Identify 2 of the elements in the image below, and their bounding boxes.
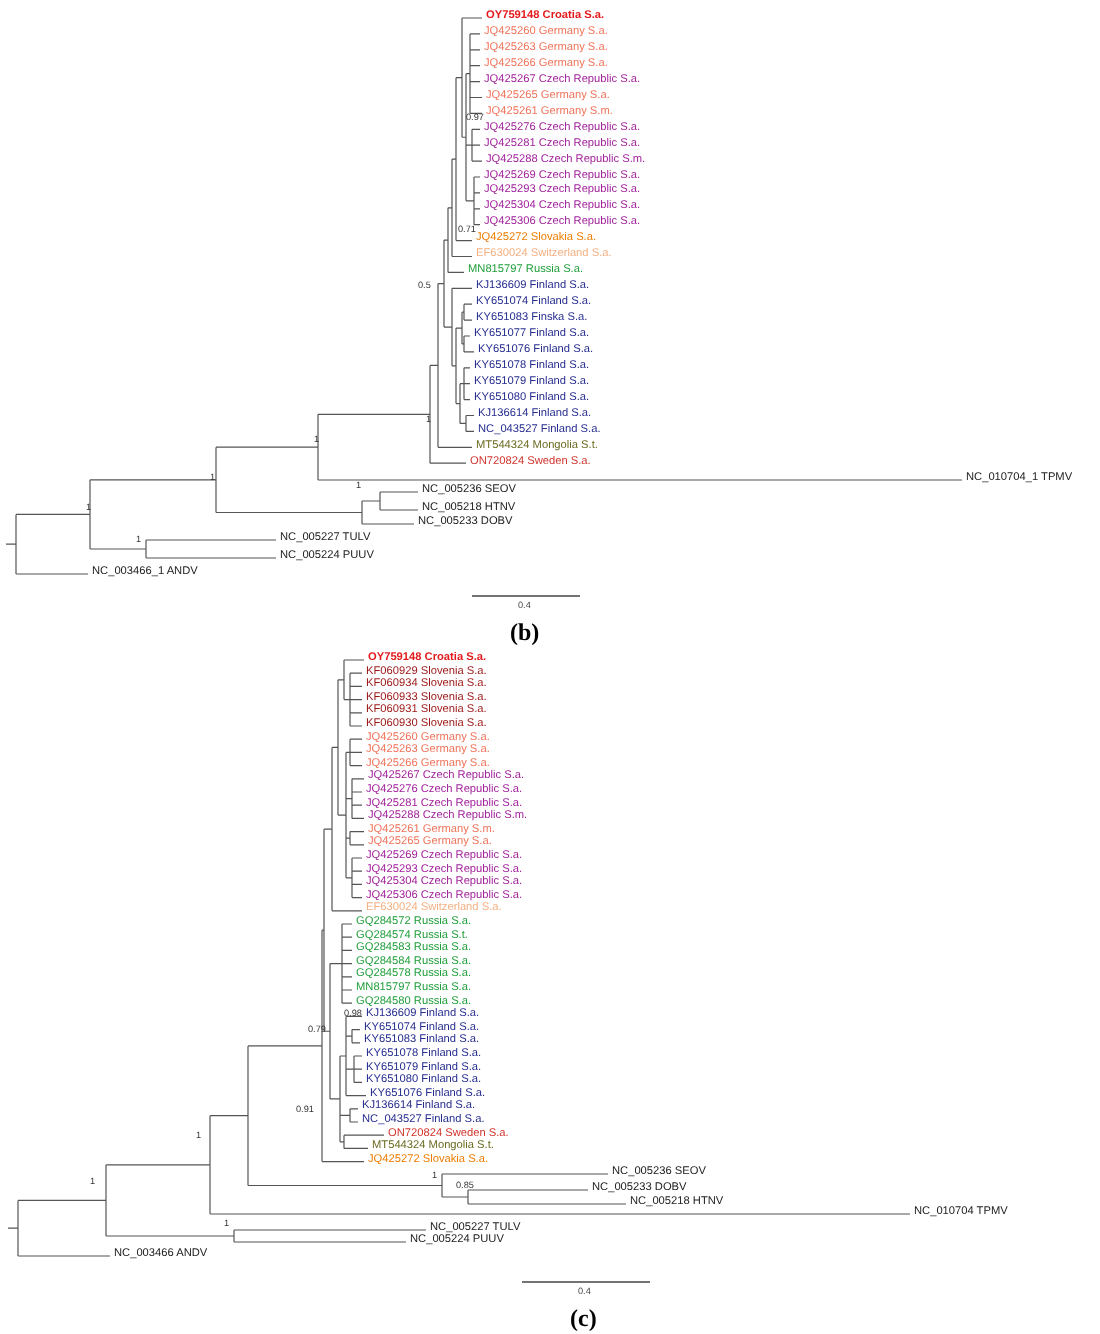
panel-label: (b)	[510, 620, 540, 644]
panel-label: (c)	[570, 1306, 597, 1330]
